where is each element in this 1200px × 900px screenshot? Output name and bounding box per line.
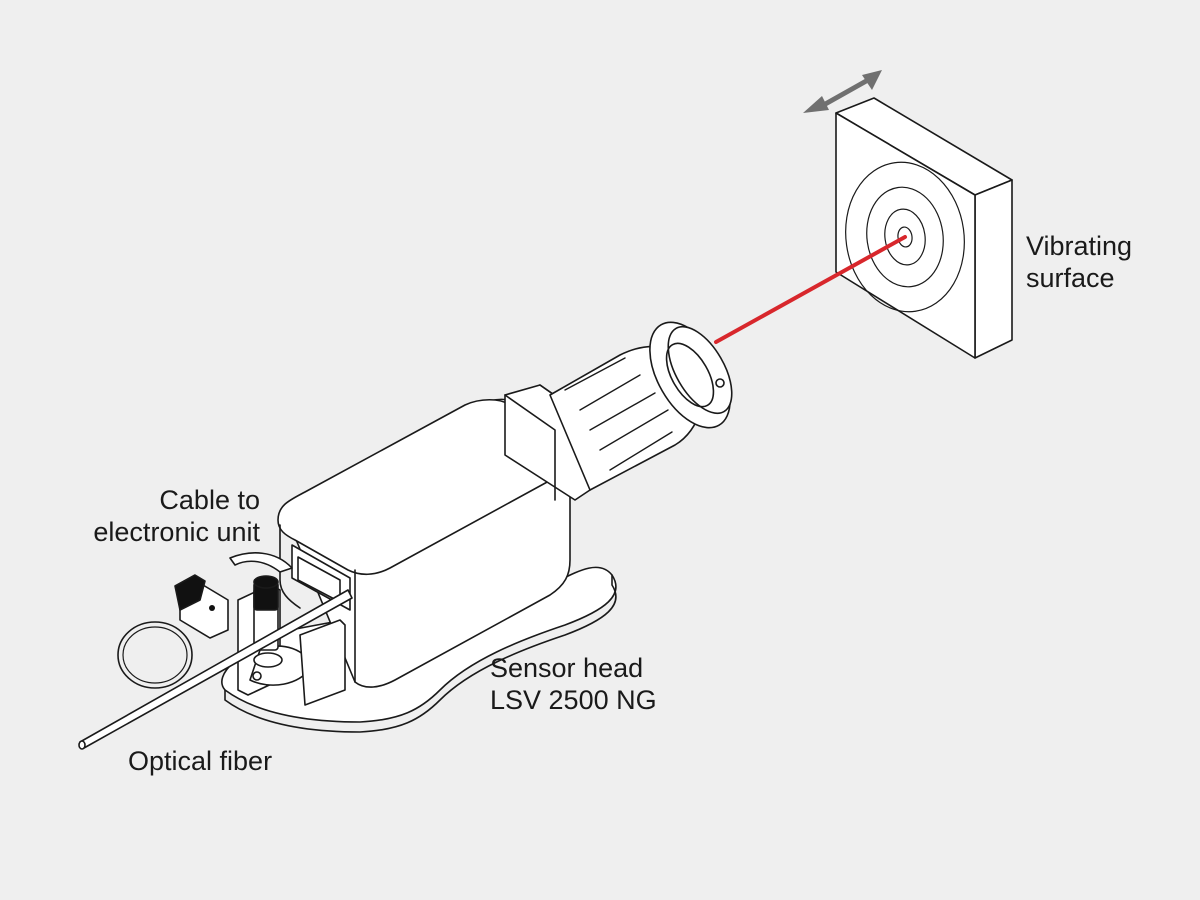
label-line: LSV 2500 NG	[490, 685, 657, 715]
vibrating-surface-block	[835, 97, 1013, 359]
target-rings	[845, 161, 965, 313]
cable-stub	[229, 552, 293, 573]
laser-beam	[714, 235, 907, 344]
lens-assembly	[504, 321, 733, 501]
label-line: Sensor head	[490, 653, 644, 683]
optical-fiber	[78, 589, 353, 750]
label-sensor-head: Sensor head LSV 2500 NG	[490, 652, 657, 716]
label-line: Vibrating	[1026, 231, 1133, 261]
knob-icon-vertical	[253, 575, 279, 651]
sensor-head-body	[277, 398, 572, 688]
knob-icon	[174, 574, 229, 639]
label-vibrating-surface: Vibrating surface	[1026, 230, 1132, 294]
label-cable: Cable to electronic unit	[78, 484, 260, 548]
label-optical-fiber: Optical fiber	[128, 746, 273, 776]
label-line: Cable to	[159, 485, 260, 515]
label-line: surface	[1026, 263, 1115, 293]
double-arrow-icon	[803, 70, 882, 113]
label-line: electronic unit	[93, 517, 260, 547]
